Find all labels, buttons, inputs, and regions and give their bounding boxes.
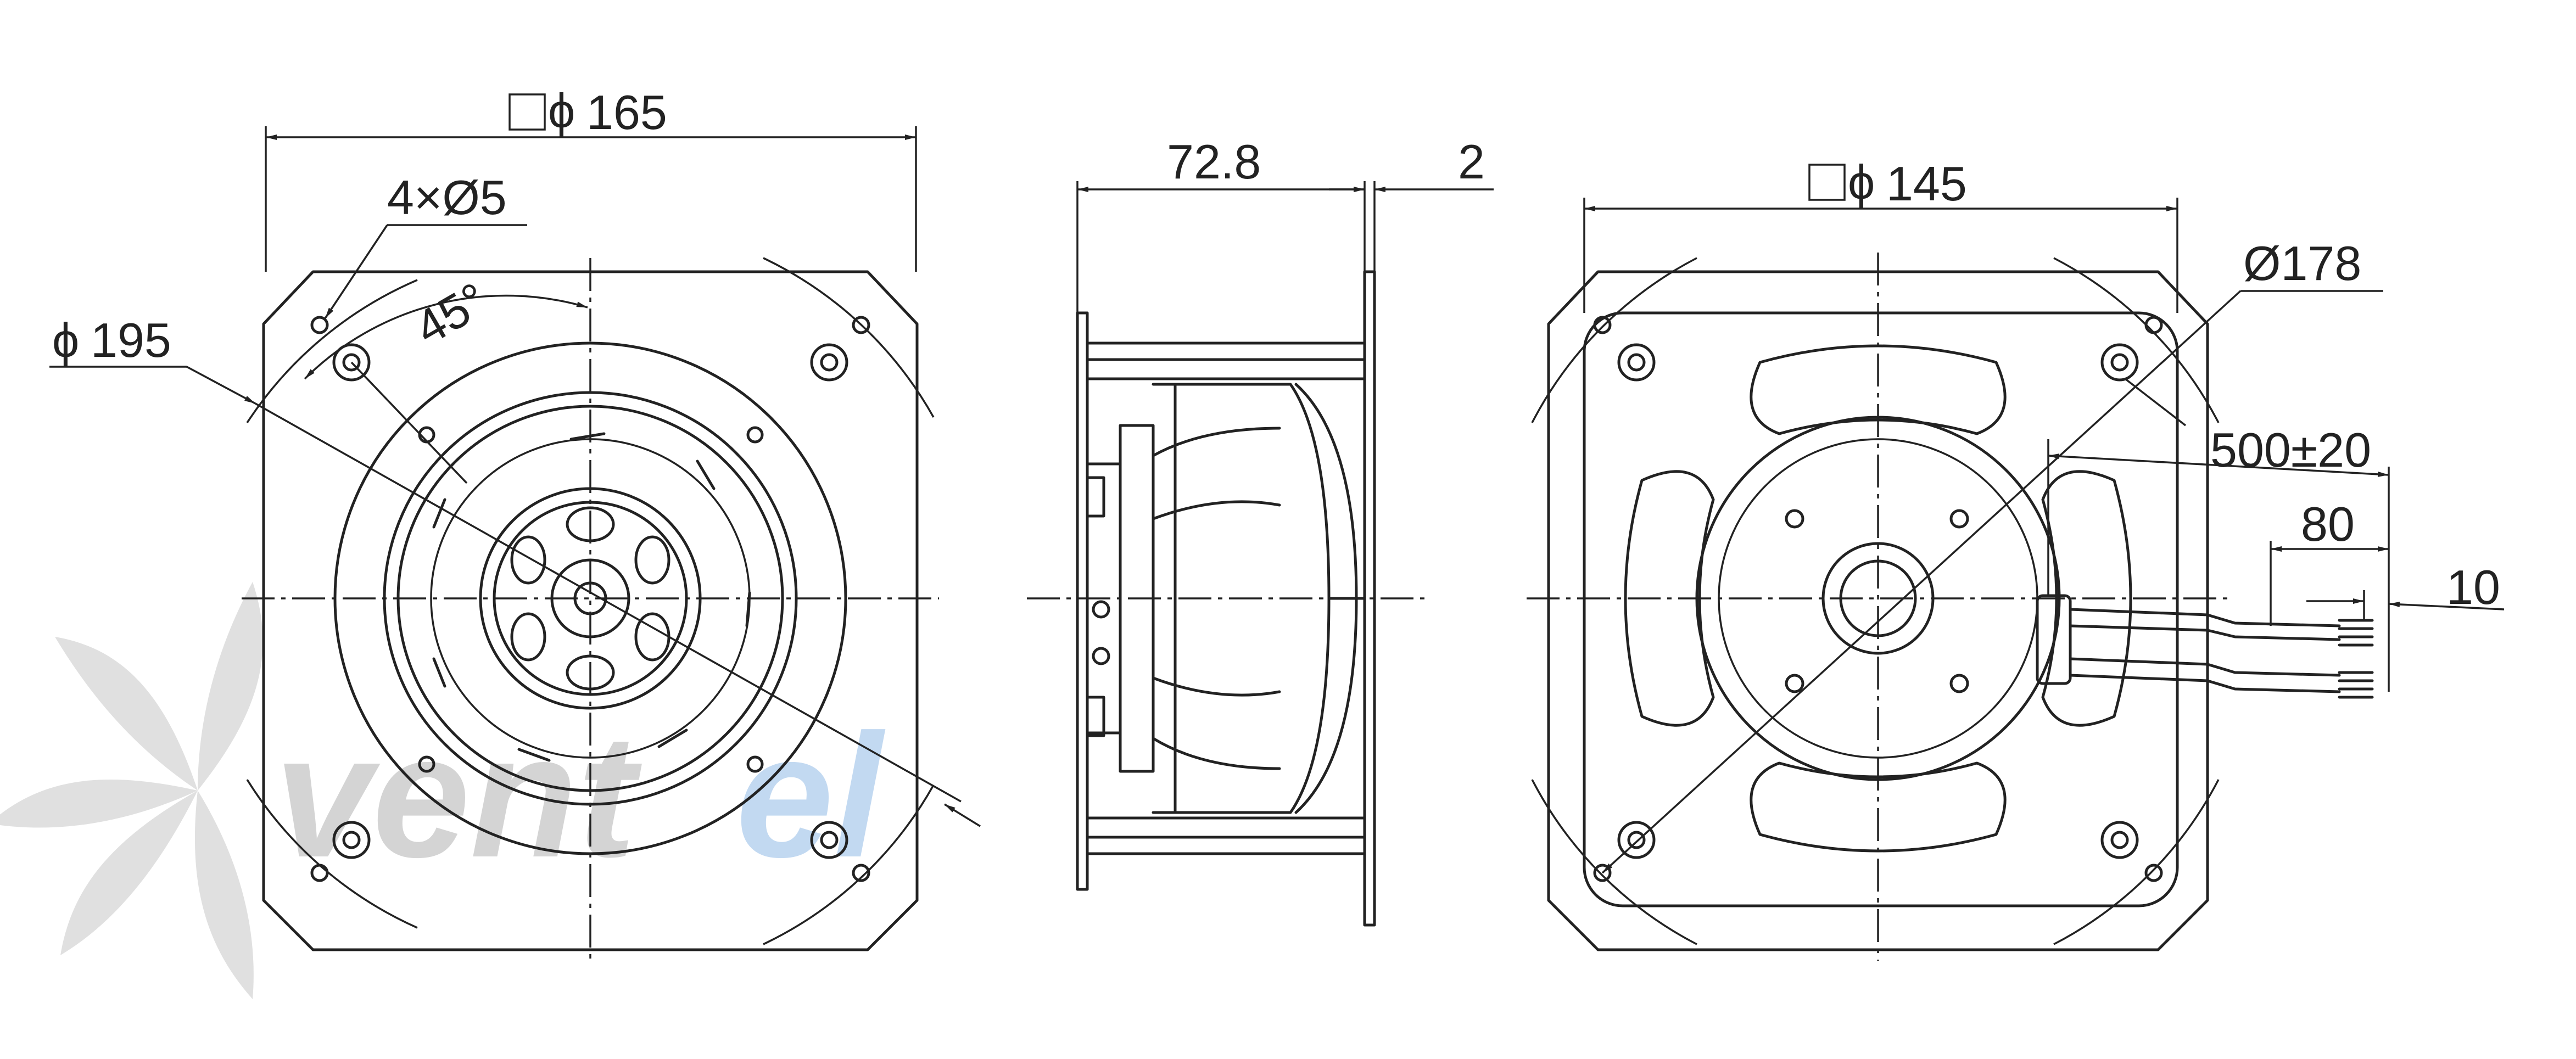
diameter-symbol: ϕ xyxy=(52,313,79,367)
dim-label-145: 145 xyxy=(1886,156,1967,211)
watermark-logo: vent el xyxy=(0,582,886,999)
front-bolt-arc-br xyxy=(763,785,935,945)
dim-label-10: 10 xyxy=(2446,560,2500,614)
rear-cable-assembly xyxy=(2036,594,2374,699)
dim-wire-end: 10 xyxy=(2306,560,2505,620)
dim-circle-dia: ϕ 195 xyxy=(49,313,981,827)
dim-strip-length: 80 xyxy=(2270,497,2389,626)
rear-window-left xyxy=(1624,470,1715,727)
rear-bolt-arc-tr xyxy=(2053,257,2220,423)
square-symbol xyxy=(509,93,546,131)
rear-inner-plate xyxy=(1583,311,2179,907)
dim-cable-length: 500±20 xyxy=(2047,378,2390,692)
side-blade-4 xyxy=(1152,737,1281,770)
side-rear-plate xyxy=(1076,311,1089,891)
dim-label-2: 2 xyxy=(1458,135,1485,189)
front-hub-windows xyxy=(510,506,670,691)
rear-flange-outline xyxy=(1547,270,2209,951)
dim-label-80: 80 xyxy=(2301,497,2355,551)
rear-window-top xyxy=(1750,344,2007,435)
square-symbol xyxy=(1808,164,1846,201)
dim-hole-spec: 4×Ø5 xyxy=(324,170,527,319)
watermark-text-vent: vent xyxy=(275,697,643,894)
diameter-symbol: ϕ xyxy=(548,83,575,138)
dim-rear-width: ϕ 145 xyxy=(1583,155,2178,313)
rear-window-bottom xyxy=(1750,761,2007,853)
front-flange-outline xyxy=(262,270,919,951)
side-view: 72.8 2 xyxy=(1027,135,1494,927)
front-bolt-arc-tr xyxy=(763,257,935,418)
side-blade-2 xyxy=(1152,500,1281,520)
dim-label-165: 165 xyxy=(586,85,667,139)
dim-label-angle: 45° xyxy=(406,272,496,355)
watermark-fan-icon xyxy=(0,582,263,999)
dim-front-width: ϕ 165 xyxy=(265,83,917,272)
dim-label-178: Ø178 xyxy=(2243,236,2361,290)
rear-cable-gland xyxy=(2036,594,2072,685)
rear-bolt-arc-bl xyxy=(1531,779,1697,945)
front-bolt-arc-bl xyxy=(246,779,418,929)
side-blade-1 xyxy=(1152,427,1281,457)
side-bottom-bar xyxy=(1086,836,1366,855)
side-blade-3 xyxy=(1152,676,1281,697)
dim-label-500: 500±20 xyxy=(2210,423,2371,477)
watermark-text-el: el xyxy=(736,697,886,894)
dim-label-hole-spec: 4×Ø5 xyxy=(387,170,507,225)
rear-mounting-holes xyxy=(1593,316,2163,882)
rear-bolts xyxy=(1785,509,1969,693)
rear-bolt-arc-br xyxy=(2053,779,2220,945)
diameter-symbol: ϕ xyxy=(1848,155,1875,209)
dim-rear-hole-circle: Ø178 xyxy=(1601,236,2383,874)
dim-side-depth: 72.8 xyxy=(1076,135,1366,313)
side-connector-top xyxy=(1086,476,1105,518)
dim-label-72-8: 72.8 xyxy=(1167,135,1261,189)
rear-bolt-arc-tl xyxy=(1531,257,1697,423)
rear-view: ϕ 145 Ø178 500±20 80 10 xyxy=(1527,155,2505,961)
dim-label-195: 195 xyxy=(91,313,171,367)
front-bolt-arc-tl xyxy=(246,279,418,423)
side-top-bar xyxy=(1086,341,1366,361)
dim-side-flange: 2 xyxy=(1329,135,1494,272)
side-connector-bottom xyxy=(1086,696,1105,737)
